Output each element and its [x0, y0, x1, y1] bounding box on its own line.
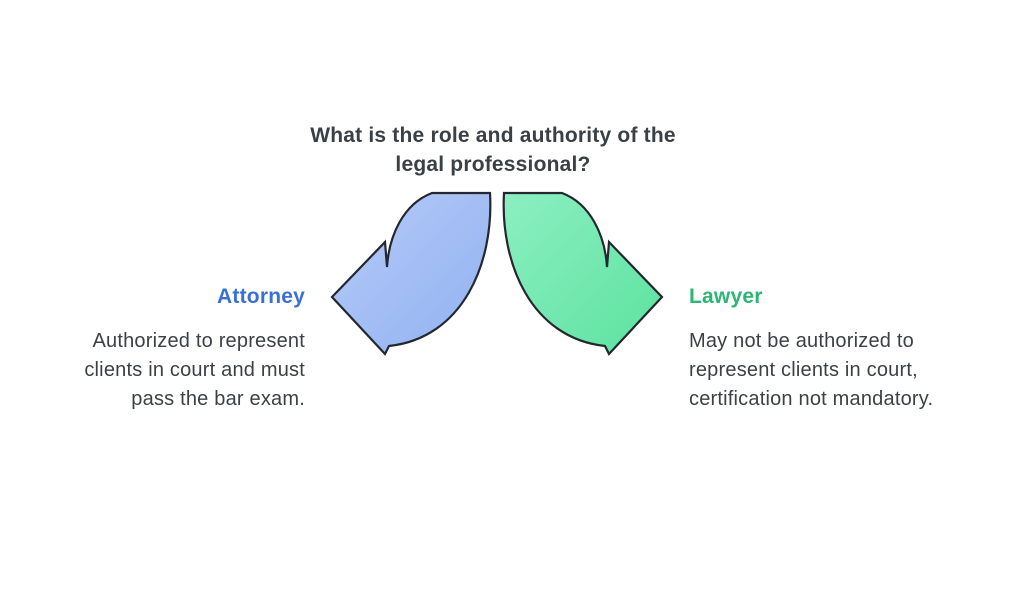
curved-arrow-right-icon: [502, 191, 664, 356]
lawyer-branch: Lawyer May not be authorized to represen…: [689, 285, 999, 414]
lawyer-label: Lawyer: [689, 285, 763, 308]
attorney-description: Authorized to represent clients in court…: [84, 330, 305, 410]
attorney-branch: Attorney Authorized to represent clients…: [15, 285, 305, 414]
attorney-label: Attorney: [217, 285, 305, 308]
lawyer-description: May not be authorized to represent clien…: [689, 330, 934, 410]
diagram-title: What is the role and authority of the le…: [310, 124, 676, 176]
curved-arrow-left-icon: [330, 191, 492, 356]
